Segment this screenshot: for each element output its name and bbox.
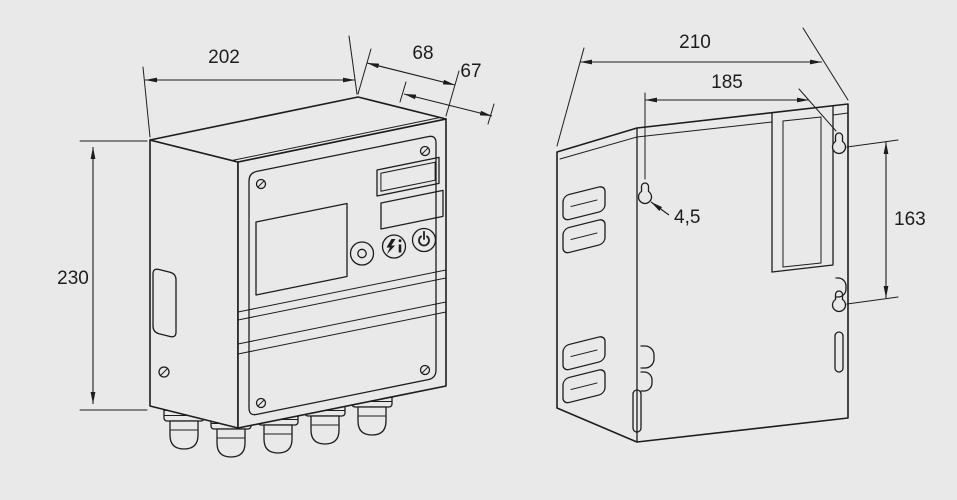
dim-front-depth-total: 67 (399, 61, 495, 125)
hole-diameter-label: 4,5 (674, 207, 700, 228)
front-face (237, 118, 447, 429)
power-icon (418, 230, 430, 247)
lcd-display (255, 202, 348, 296)
type-label-window (380, 189, 444, 230)
front-view-dimensions: 202 68 67 230 (57, 35, 495, 411)
door-screw-top-left (255, 178, 267, 190)
dim-rear-hole-spacing-horizontal: 185 (644, 72, 837, 180)
door-screw-bottom-right (419, 364, 431, 376)
info-button (381, 234, 407, 259)
top-face (149, 96, 447, 163)
panel-grooves (237, 269, 447, 355)
status-display-window (376, 156, 440, 197)
dim-rear-width-label: 210 (679, 32, 711, 53)
dim-front-depth-total-label: 67 (460, 61, 481, 82)
vent-slot-right (834, 331, 844, 373)
dim-front-height-label: 230 (57, 268, 89, 289)
cable-hook-3 (835, 277, 847, 298)
reset-button-icon (357, 248, 367, 259)
cable-hook-1 (640, 345, 655, 369)
side-screw (158, 366, 170, 378)
cable-hook-2 (640, 371, 653, 392)
rear-mounting-view (556, 103, 849, 443)
front-door-panel (248, 135, 437, 416)
top-edge-inner-left (559, 136, 638, 160)
dim-rear-hole-spacing-vertical: 163 (846, 139, 926, 305)
dim-front-width: 202 (142, 35, 358, 138)
door-screw-bottom-left (255, 397, 267, 409)
dim-rear-width: 210 (556, 27, 849, 147)
top-edge-inner-1 (636, 121, 773, 138)
bolt-info-icon (386, 239, 402, 255)
cable-channel (771, 105, 834, 273)
vent-slot-left (632, 389, 642, 433)
left-side-face (149, 139, 239, 429)
door-screw-top-right (419, 145, 431, 157)
dim-front-depth-housing-label: 68 (412, 43, 433, 64)
reset-button (349, 241, 375, 266)
dim-front-depth-housing: 68 (357, 43, 460, 117)
side-label (152, 268, 177, 338)
power-button (411, 227, 437, 253)
dim-rear-hole-spacing-vertical-label: 163 (894, 209, 926, 230)
dim-front-width-label: 202 (208, 47, 240, 68)
top-face-edge-line (231, 117, 441, 161)
top-edge-inner-2 (832, 112, 849, 116)
front-isometric-view (149, 96, 447, 458)
dim-front-height: 230 (57, 140, 148, 411)
dim-rear-hole-spacing-horizontal-label: 185 (711, 72, 743, 93)
hole-diameter-callout: 4,5 (650, 201, 700, 228)
rear-view-dimensions: 210 185 163 4,5 (556, 27, 926, 305)
